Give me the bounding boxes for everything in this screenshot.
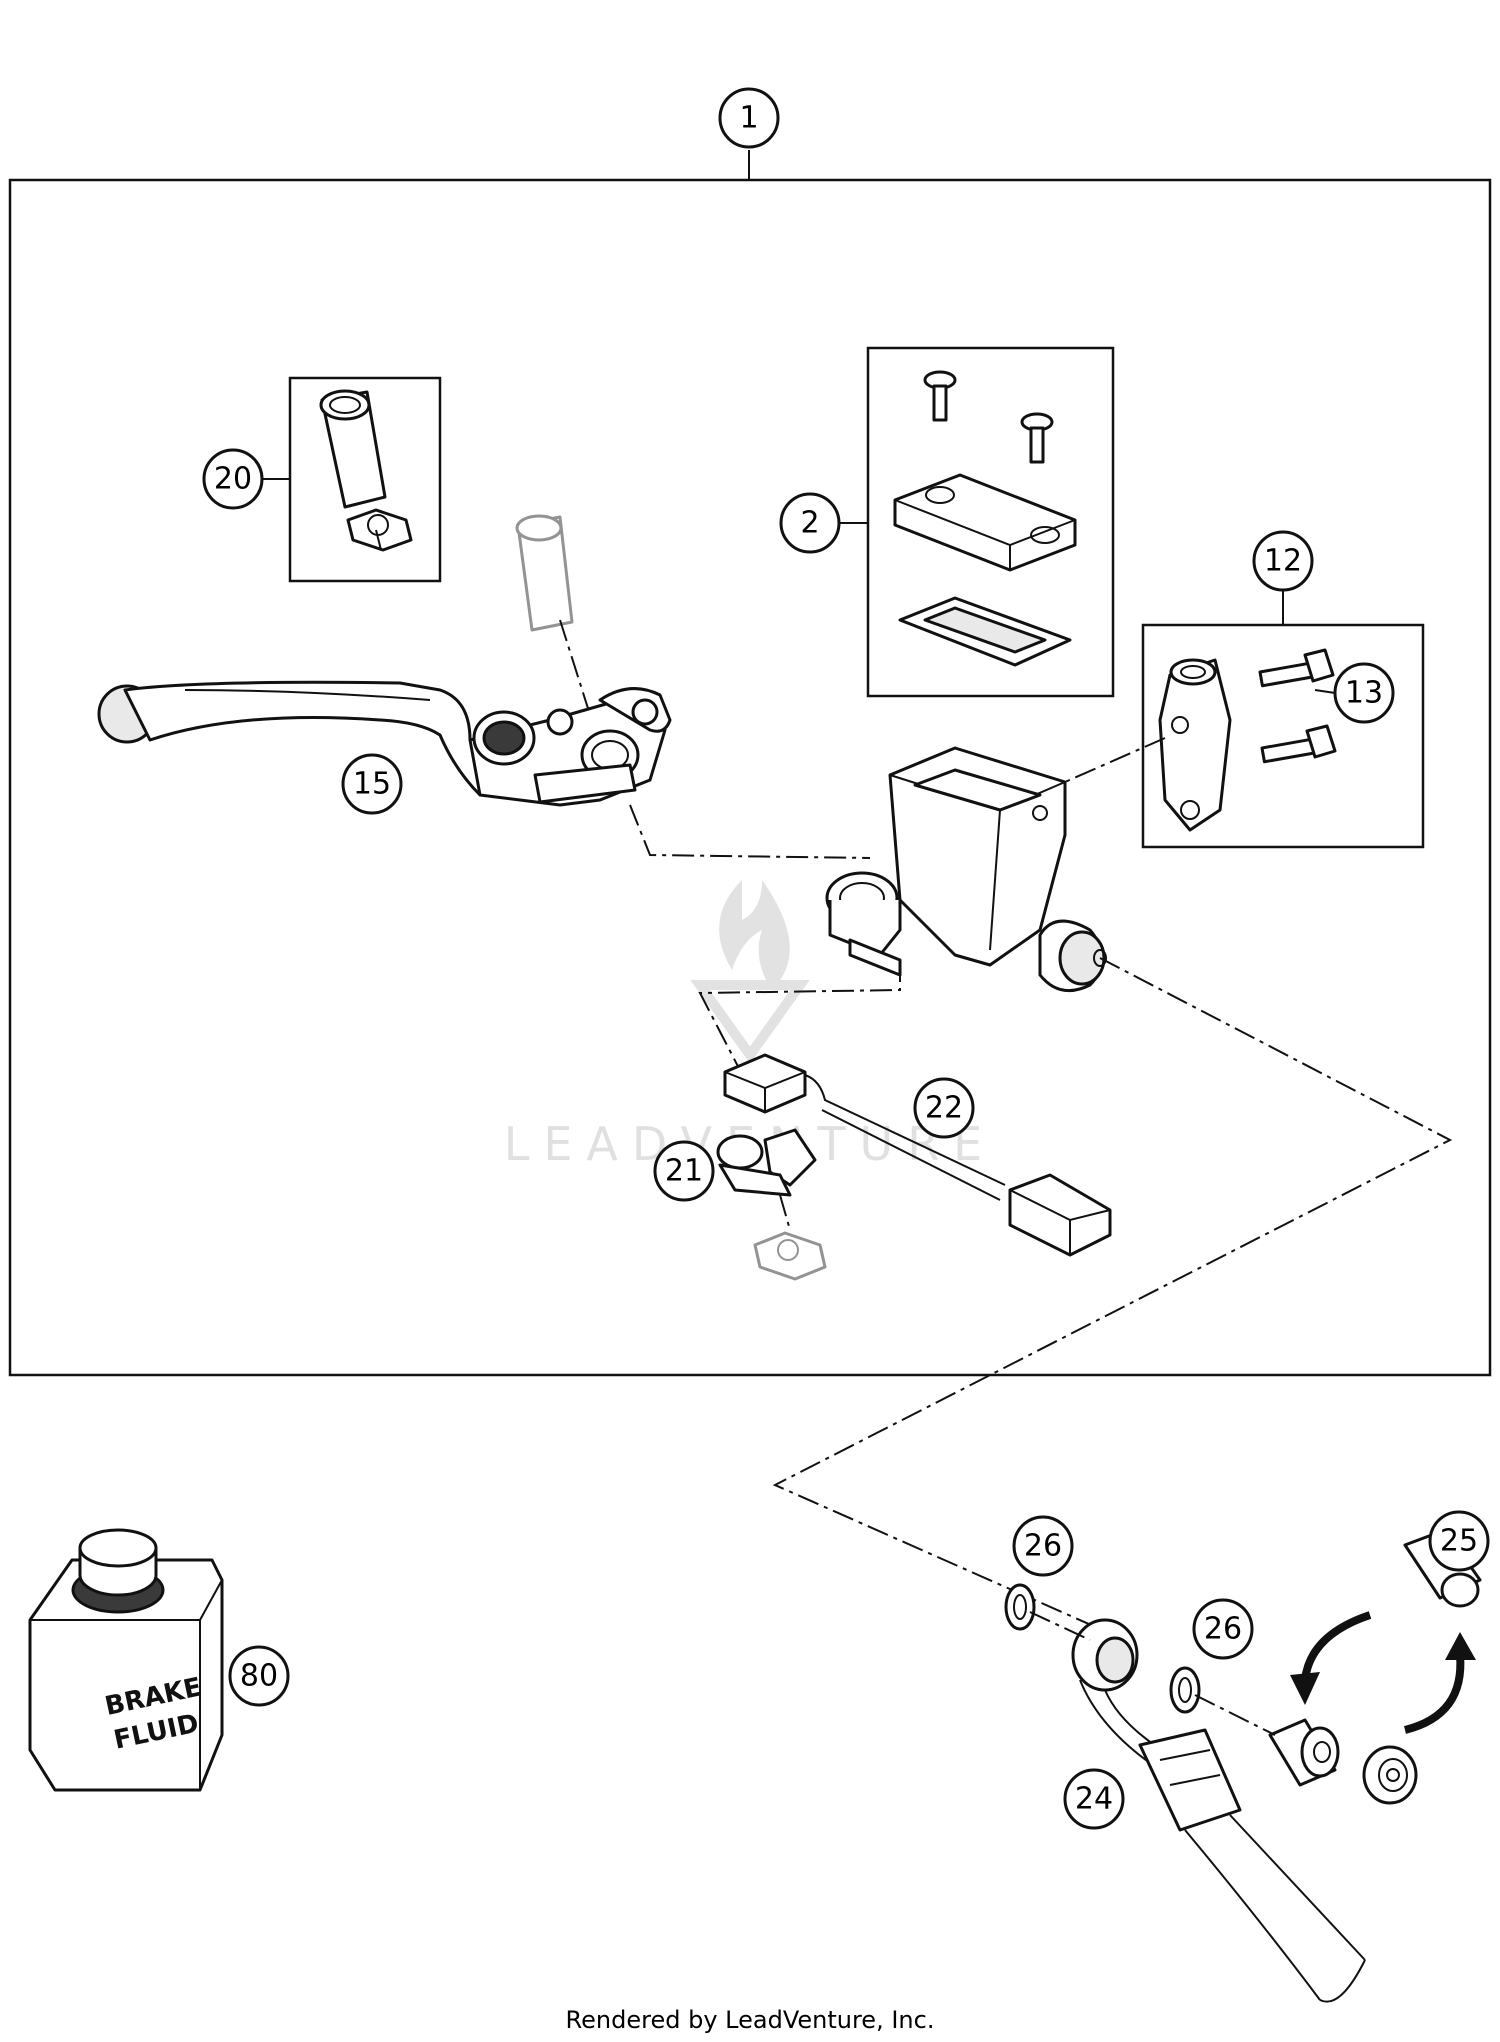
svg-text:24: 24 bbox=[1075, 1782, 1113, 1817]
callout-2: 2 bbox=[779, 492, 841, 554]
crush-washer-1 bbox=[1004, 1583, 1036, 1631]
brake-fluid-can: BRAKE FLUID bbox=[28, 1528, 224, 1792]
callout-26-left: 26 bbox=[1012, 1515, 1074, 1577]
svg-text:12: 12 bbox=[1264, 544, 1302, 579]
svg-text:80: 80 bbox=[240, 1659, 278, 1694]
svg-text:26: 26 bbox=[1024, 1529, 1062, 1564]
svg-text:22: 22 bbox=[925, 1091, 963, 1126]
brake-hose bbox=[1138, 1728, 1366, 2003]
callout-20: 20 bbox=[202, 448, 264, 510]
master-cylinder bbox=[825, 746, 1107, 993]
screw-2 bbox=[1020, 412, 1054, 464]
handlebar-clamp bbox=[1158, 658, 1232, 832]
clamp-bolt-2 bbox=[1260, 724, 1337, 764]
reservoir-gasket bbox=[898, 596, 1072, 667]
banjo-bolt bbox=[1268, 1718, 1340, 1787]
callout-12: 12 bbox=[1252, 530, 1314, 592]
crush-washer-2 bbox=[1169, 1666, 1201, 1714]
svg-text:26: 26 bbox=[1204, 1612, 1242, 1647]
callout-80: 80 bbox=[228, 1645, 290, 1707]
hex-nut-part bbox=[346, 508, 413, 552]
callout-25: 25 bbox=[1428, 1510, 1490, 1572]
ghost-nut bbox=[753, 1231, 827, 1281]
ghost-sleeve bbox=[515, 514, 574, 632]
svg-text:21: 21 bbox=[665, 1154, 703, 1189]
switch-bracket bbox=[716, 1128, 817, 1197]
rotation-arrows bbox=[1290, 1611, 1476, 1734]
clamp-bolt-1 bbox=[1258, 648, 1335, 688]
bleed-cap bbox=[1362, 1745, 1418, 1805]
callout-1: 1 bbox=[718, 87, 780, 149]
svg-text:25: 25 bbox=[1440, 1524, 1478, 1559]
svg-text:1: 1 bbox=[739, 101, 758, 136]
svg-text:2: 2 bbox=[800, 506, 819, 541]
callout-26-right: 26 bbox=[1192, 1598, 1254, 1660]
svg-text:20: 20 bbox=[214, 462, 252, 497]
reservoir-cover bbox=[893, 473, 1077, 572]
screw-1 bbox=[923, 370, 957, 422]
brake-lever bbox=[97, 680, 672, 807]
svg-text:13: 13 bbox=[1345, 676, 1383, 711]
banjo-fitting bbox=[1071, 1618, 1171, 1771]
callout-21: 21 bbox=[653, 1140, 715, 1202]
svg-text:15: 15 bbox=[353, 767, 391, 802]
brake-switch bbox=[723, 1053, 1112, 1257]
assembly-frame bbox=[8, 178, 1492, 1377]
callout-13: 13 bbox=[1333, 662, 1395, 724]
sleeve-part bbox=[319, 389, 387, 509]
footer-credit: Rendered by LeadVenture, Inc. bbox=[566, 2006, 935, 2034]
callout-15: 15 bbox=[341, 753, 403, 815]
callout-24: 24 bbox=[1063, 1768, 1125, 1830]
callout-22: 22 bbox=[913, 1077, 975, 1139]
